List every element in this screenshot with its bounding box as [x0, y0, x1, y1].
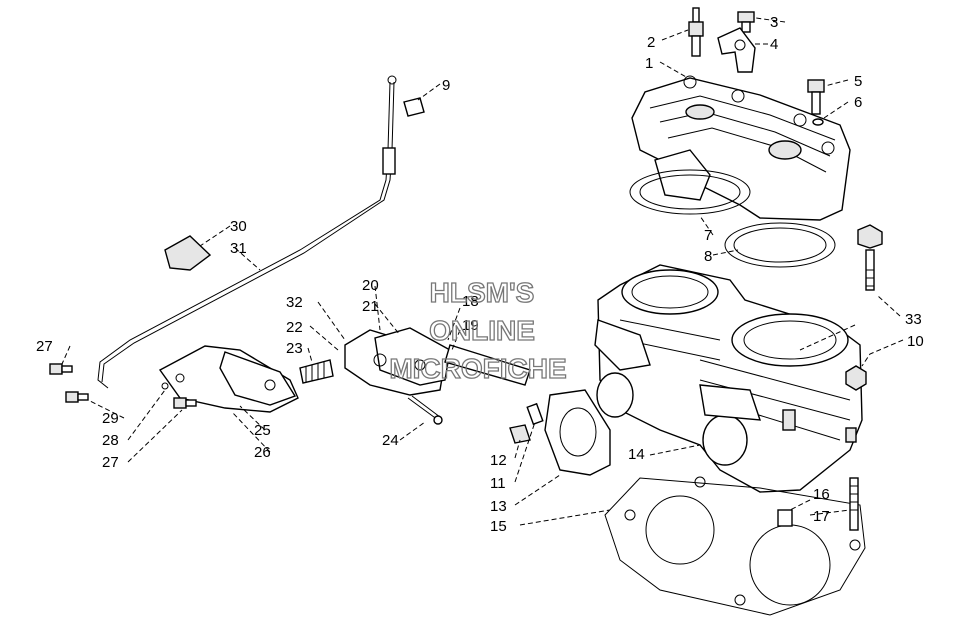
- exhaust-gasket: [544, 389, 611, 476]
- cylinder-block: [594, 264, 863, 493]
- stud-upper: [857, 224, 883, 291]
- callout-20: 20: [362, 277, 379, 294]
- head-gasket-lower: [724, 222, 836, 268]
- leader-lines: [61, 17, 904, 526]
- valve-cover: [158, 345, 299, 413]
- cable: [97, 75, 397, 389]
- dowel-pin: [777, 509, 793, 527]
- watermark-line-2: ONLINE: [429, 315, 535, 346]
- head-gasket-upper: [629, 169, 751, 215]
- callout-6: 6: [854, 94, 862, 111]
- stud-lower: [849, 477, 859, 531]
- screw-27-lower: [173, 397, 197, 409]
- callout-18: 18: [462, 293, 479, 310]
- callout-21: 21: [362, 298, 379, 315]
- cable-clip: [403, 97, 425, 117]
- head-bolt-small: [737, 11, 755, 33]
- callout-27-upper: 27: [36, 338, 53, 355]
- callout-32: 32: [286, 294, 303, 311]
- o-ring: [161, 382, 169, 390]
- fitting: [526, 402, 544, 426]
- drain-plug: [509, 424, 531, 444]
- callout-29: 29: [102, 410, 119, 427]
- callout-14: 14: [628, 446, 645, 463]
- watermark-line-1: HLSM'S: [430, 277, 535, 308]
- callout-labels: 2 3 4 1 5 6 7 8 9 10 11 12 13 14 15 16 1…: [36, 14, 924, 535]
- callout-7: 7: [704, 227, 712, 244]
- lifting-bracket: [717, 27, 756, 73]
- callout-15: 15: [490, 518, 507, 535]
- callout-5: 5: [854, 73, 862, 90]
- callout-22: 22: [286, 319, 303, 336]
- callout-25: 25: [254, 422, 271, 439]
- callout-8: 8: [704, 248, 712, 265]
- callout-3: 3: [770, 14, 778, 31]
- callout-13: 13: [490, 498, 507, 515]
- cable-grommet: [164, 235, 212, 271]
- washer: [812, 118, 824, 126]
- screw-29: [65, 391, 89, 403]
- callout-33: 33: [905, 311, 922, 328]
- valve-rod: [407, 395, 443, 425]
- callout-28: 28: [102, 432, 119, 449]
- callout-9: 9: [442, 77, 450, 94]
- callout-11: 11: [490, 475, 506, 492]
- callout-1: 1: [645, 55, 653, 72]
- cylinder-nut: [845, 365, 867, 391]
- spark-plug: [688, 7, 704, 57]
- callout-26: 26: [254, 444, 271, 461]
- watermark-line-3: MICROFICHE: [389, 353, 566, 384]
- callout-17: 17: [813, 508, 830, 525]
- callout-4: 4: [770, 36, 778, 53]
- callout-24: 24: [382, 432, 399, 449]
- callout-19: 19: [462, 317, 479, 334]
- screw-27-upper: [49, 363, 73, 375]
- callout-10: 10: [907, 333, 924, 350]
- exhaust-valve-assembly: [299, 327, 531, 396]
- callout-27-lower: 27: [102, 454, 119, 471]
- callout-23: 23: [286, 340, 303, 357]
- head-bolt-large: [807, 79, 825, 115]
- watermark: HLSM'S ONLINE MICROFICHE: [389, 276, 568, 384]
- callout-30: 30: [230, 218, 247, 235]
- cylinder-head: [631, 75, 851, 221]
- callout-16: 16: [813, 486, 830, 503]
- callout-31: 31: [230, 240, 247, 257]
- callout-2: 2: [647, 34, 655, 51]
- callout-12: 12: [490, 452, 507, 469]
